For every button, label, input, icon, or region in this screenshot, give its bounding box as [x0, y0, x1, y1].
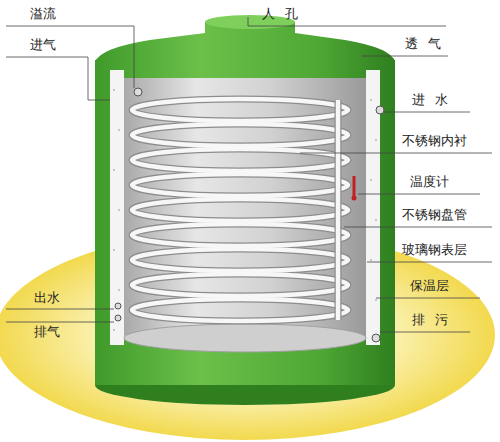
steel-coil	[132, 99, 348, 321]
part-label: 温度计	[410, 174, 449, 189]
part-label: 不锈钢盘管	[402, 207, 467, 222]
part-label: 溢流	[30, 6, 56, 21]
part-label: 进水	[412, 92, 458, 107]
part-label: 玻璃钢表层	[402, 242, 467, 257]
thermometer	[353, 176, 356, 196]
steel-liner	[124, 78, 366, 340]
part-label: 排气	[34, 324, 60, 339]
part-label: 进气	[30, 37, 56, 52]
part-label: 出水	[34, 290, 60, 305]
liner-bottom	[124, 324, 366, 352]
thermometer-bulb	[352, 196, 357, 201]
part-label: 排污	[412, 312, 458, 327]
part-label: 人孔	[262, 6, 308, 21]
leader-lines	[6, 17, 492, 332]
insulation-left	[110, 70, 124, 345]
part-label: 透气	[405, 36, 451, 51]
tank-shell	[95, 60, 395, 385]
part-label: 保温层	[410, 278, 449, 293]
part-label: 不锈钢内衬	[402, 133, 467, 148]
ports	[115, 88, 384, 342]
